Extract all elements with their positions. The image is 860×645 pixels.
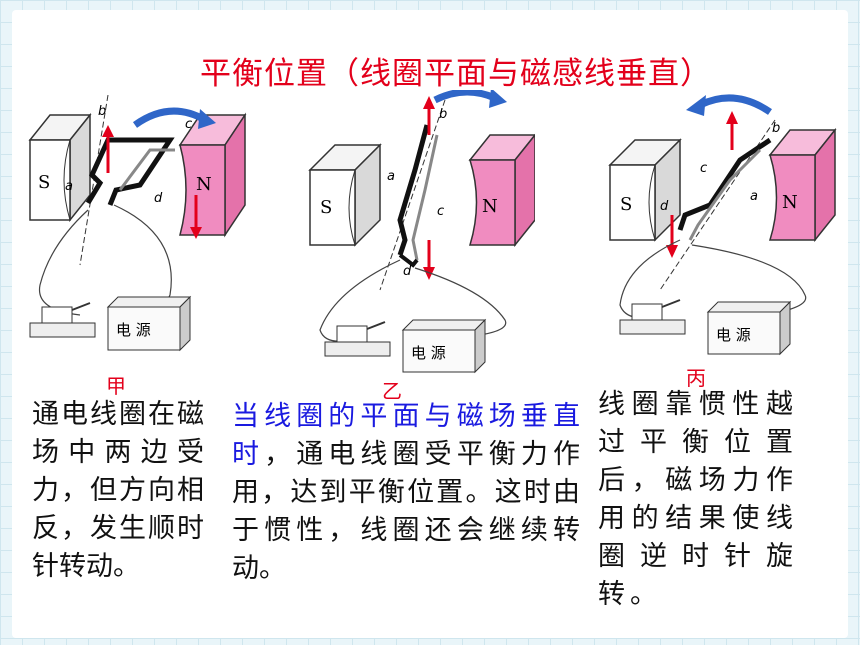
pole-n-label: N bbox=[196, 174, 212, 195]
explanation-yi: 当线圈的平面与磁场垂直时，通电线圈受平衡力作用，达到平衡位置。这时由于惯性，线圈… bbox=[232, 398, 580, 588]
explanation-yi-rest: ，通电线圈受平衡力作用，达到平衡位置。这时由于惯性，线圈还会继续转动。 bbox=[232, 439, 581, 584]
explanation-bing: 线圈靠惯性越过平衡位置后，磁场力作用的结果使线圈逆时针旋转。 bbox=[598, 389, 798, 610]
figure-label-bing: 丙 bbox=[686, 366, 706, 390]
figure-yi: S N a b c d 电 源 bbox=[308, 90, 535, 374]
power-label: 电 源 bbox=[716, 326, 751, 344]
point-b: b bbox=[772, 121, 780, 136]
figure-label-yi: 乙 bbox=[382, 379, 402, 403]
power-label: 电 源 bbox=[411, 344, 446, 362]
figure-jia: S N a b c d 电 源 bbox=[28, 95, 247, 352]
point-b: b bbox=[98, 104, 106, 119]
page-title: 平衡位置（线圈平面与磁感线垂直） bbox=[200, 56, 712, 92]
point-d: d bbox=[660, 199, 669, 214]
point-c: c bbox=[185, 117, 192, 132]
point-c: c bbox=[700, 161, 707, 176]
pole-s-label: S bbox=[620, 194, 632, 215]
pole-n-label: N bbox=[482, 196, 498, 217]
power-label: 电 源 bbox=[116, 321, 151, 339]
point-b: b bbox=[439, 107, 447, 122]
point-a: a bbox=[65, 179, 73, 194]
explanation-jia: 通电线圈在磁场中两边受力，但方向相反，发生顺时针转动。 bbox=[32, 399, 204, 582]
pole-n-label: N bbox=[782, 192, 798, 213]
point-c: c bbox=[437, 204, 444, 219]
figure-bing: S N a b c d 电 源 bbox=[608, 94, 837, 356]
explanation-yi-highlight: 当线圈的平面与磁场垂直时 bbox=[232, 401, 580, 470]
point-a: a bbox=[750, 189, 758, 204]
pole-s-label: S bbox=[38, 172, 50, 193]
figure-label-jia: 甲 bbox=[106, 374, 126, 398]
point-d: d bbox=[154, 191, 163, 206]
point-d: d bbox=[403, 264, 412, 279]
pole-s-label: S bbox=[320, 197, 332, 218]
point-a: a bbox=[387, 169, 395, 184]
